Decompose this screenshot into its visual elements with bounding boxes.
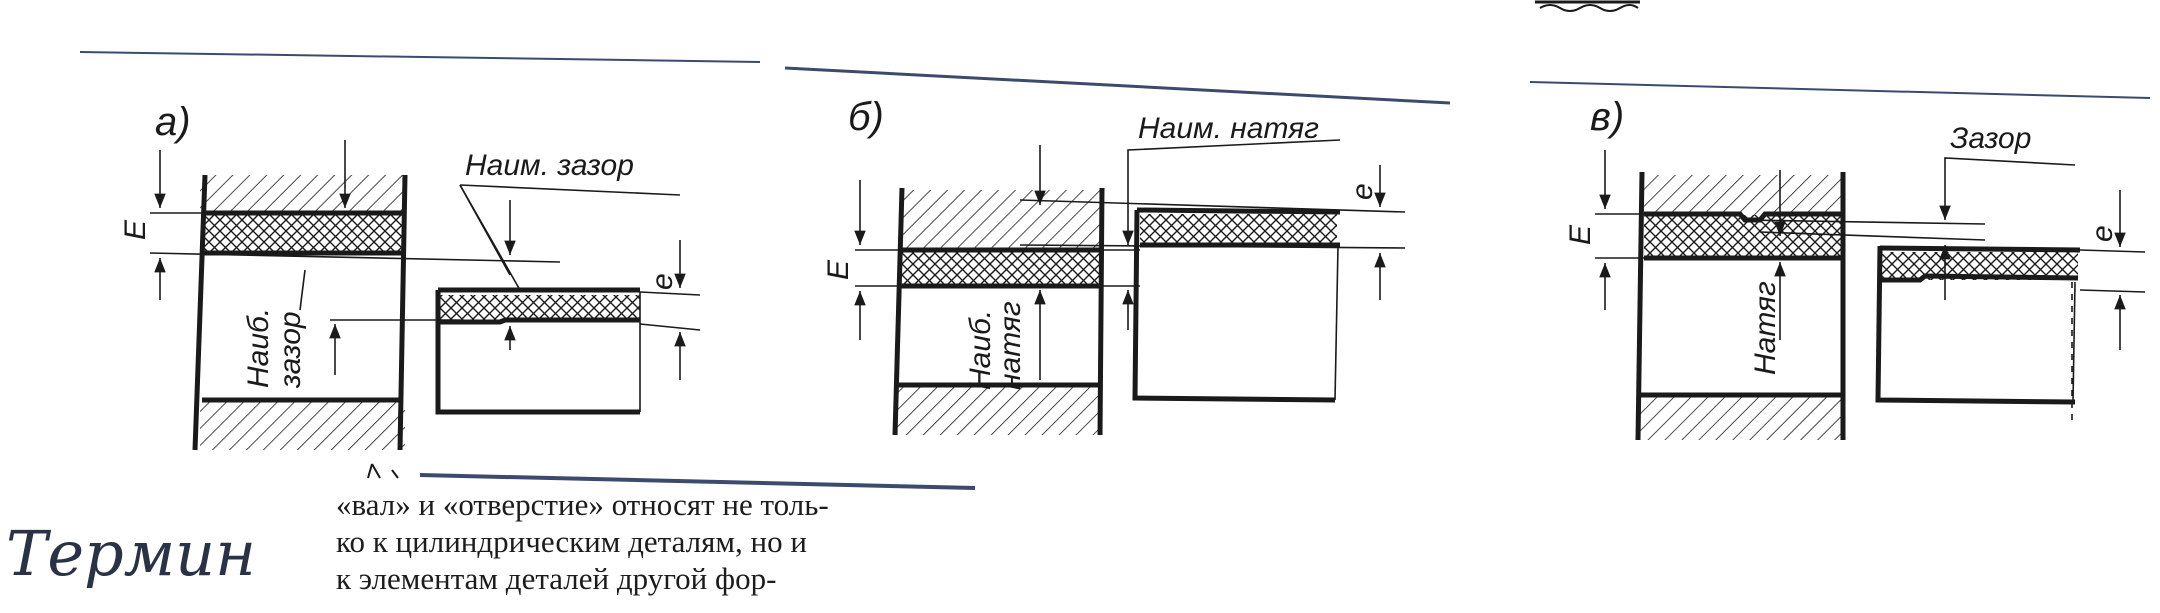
body-text-line-3: к элементам деталей другой фор- — [336, 561, 777, 596]
body-text: «вал» и «отверстие» относят не толь- ко … — [336, 486, 1016, 597]
panel-b-e-label: e — [1346, 183, 1379, 200]
panel-b-E-label: E — [822, 259, 855, 280]
page-rule — [79, 51, 2151, 105]
body-text-line-1: «вал» и «отверстие» относят не толь- — [336, 487, 829, 522]
panel-a-E-label: E — [119, 219, 152, 240]
panel-c-interference-label: Натяг — [1749, 281, 1782, 375]
panel-a-e-label: e — [646, 273, 679, 290]
panel-b-label: б) — [848, 95, 884, 139]
panel-c-label: в) — [1590, 95, 1624, 139]
panel-a-max-clearance-label-line1: Наиб. — [242, 308, 275, 388]
handwritten-note: Термин — [6, 517, 256, 590]
panel-c-shaft — [1875, 245, 2081, 405]
panel-a-hole — [192, 174, 408, 451]
panel-b: б) Наим. натяг — [822, 95, 1406, 436]
panel-b-max-interference-label-line2: натяг — [994, 301, 1027, 390]
panel-b-shaft — [1132, 207, 1341, 403]
panel-c: в) — [1564, 95, 2146, 441]
panel-c-E-label: E — [1564, 224, 1597, 245]
panel-a-shaft — [435, 287, 641, 415]
cropped-text-line — [367, 463, 976, 490]
panel-c-e-label: e — [2086, 225, 2119, 242]
panel-c-hole — [1635, 171, 1846, 441]
panel-a-min-clearance-label: Наим. зазор — [465, 149, 634, 182]
panel-a-label: а) — [155, 100, 191, 144]
panel-b-max-interference-label-line1: Наиб. — [964, 310, 997, 390]
cropped-top-text — [1535, 0, 1640, 12]
body-text-line-2: ко к цилиндрическим деталям, но и — [336, 524, 807, 559]
panel-a: а) — [119, 100, 701, 451]
panel-b-min-interference-label: Наим. натяг — [1138, 112, 1319, 145]
panel-c-clearance-label: Зазор — [1950, 122, 2031, 155]
panel-a-max-clearance-label-line2: зазор — [274, 311, 307, 389]
